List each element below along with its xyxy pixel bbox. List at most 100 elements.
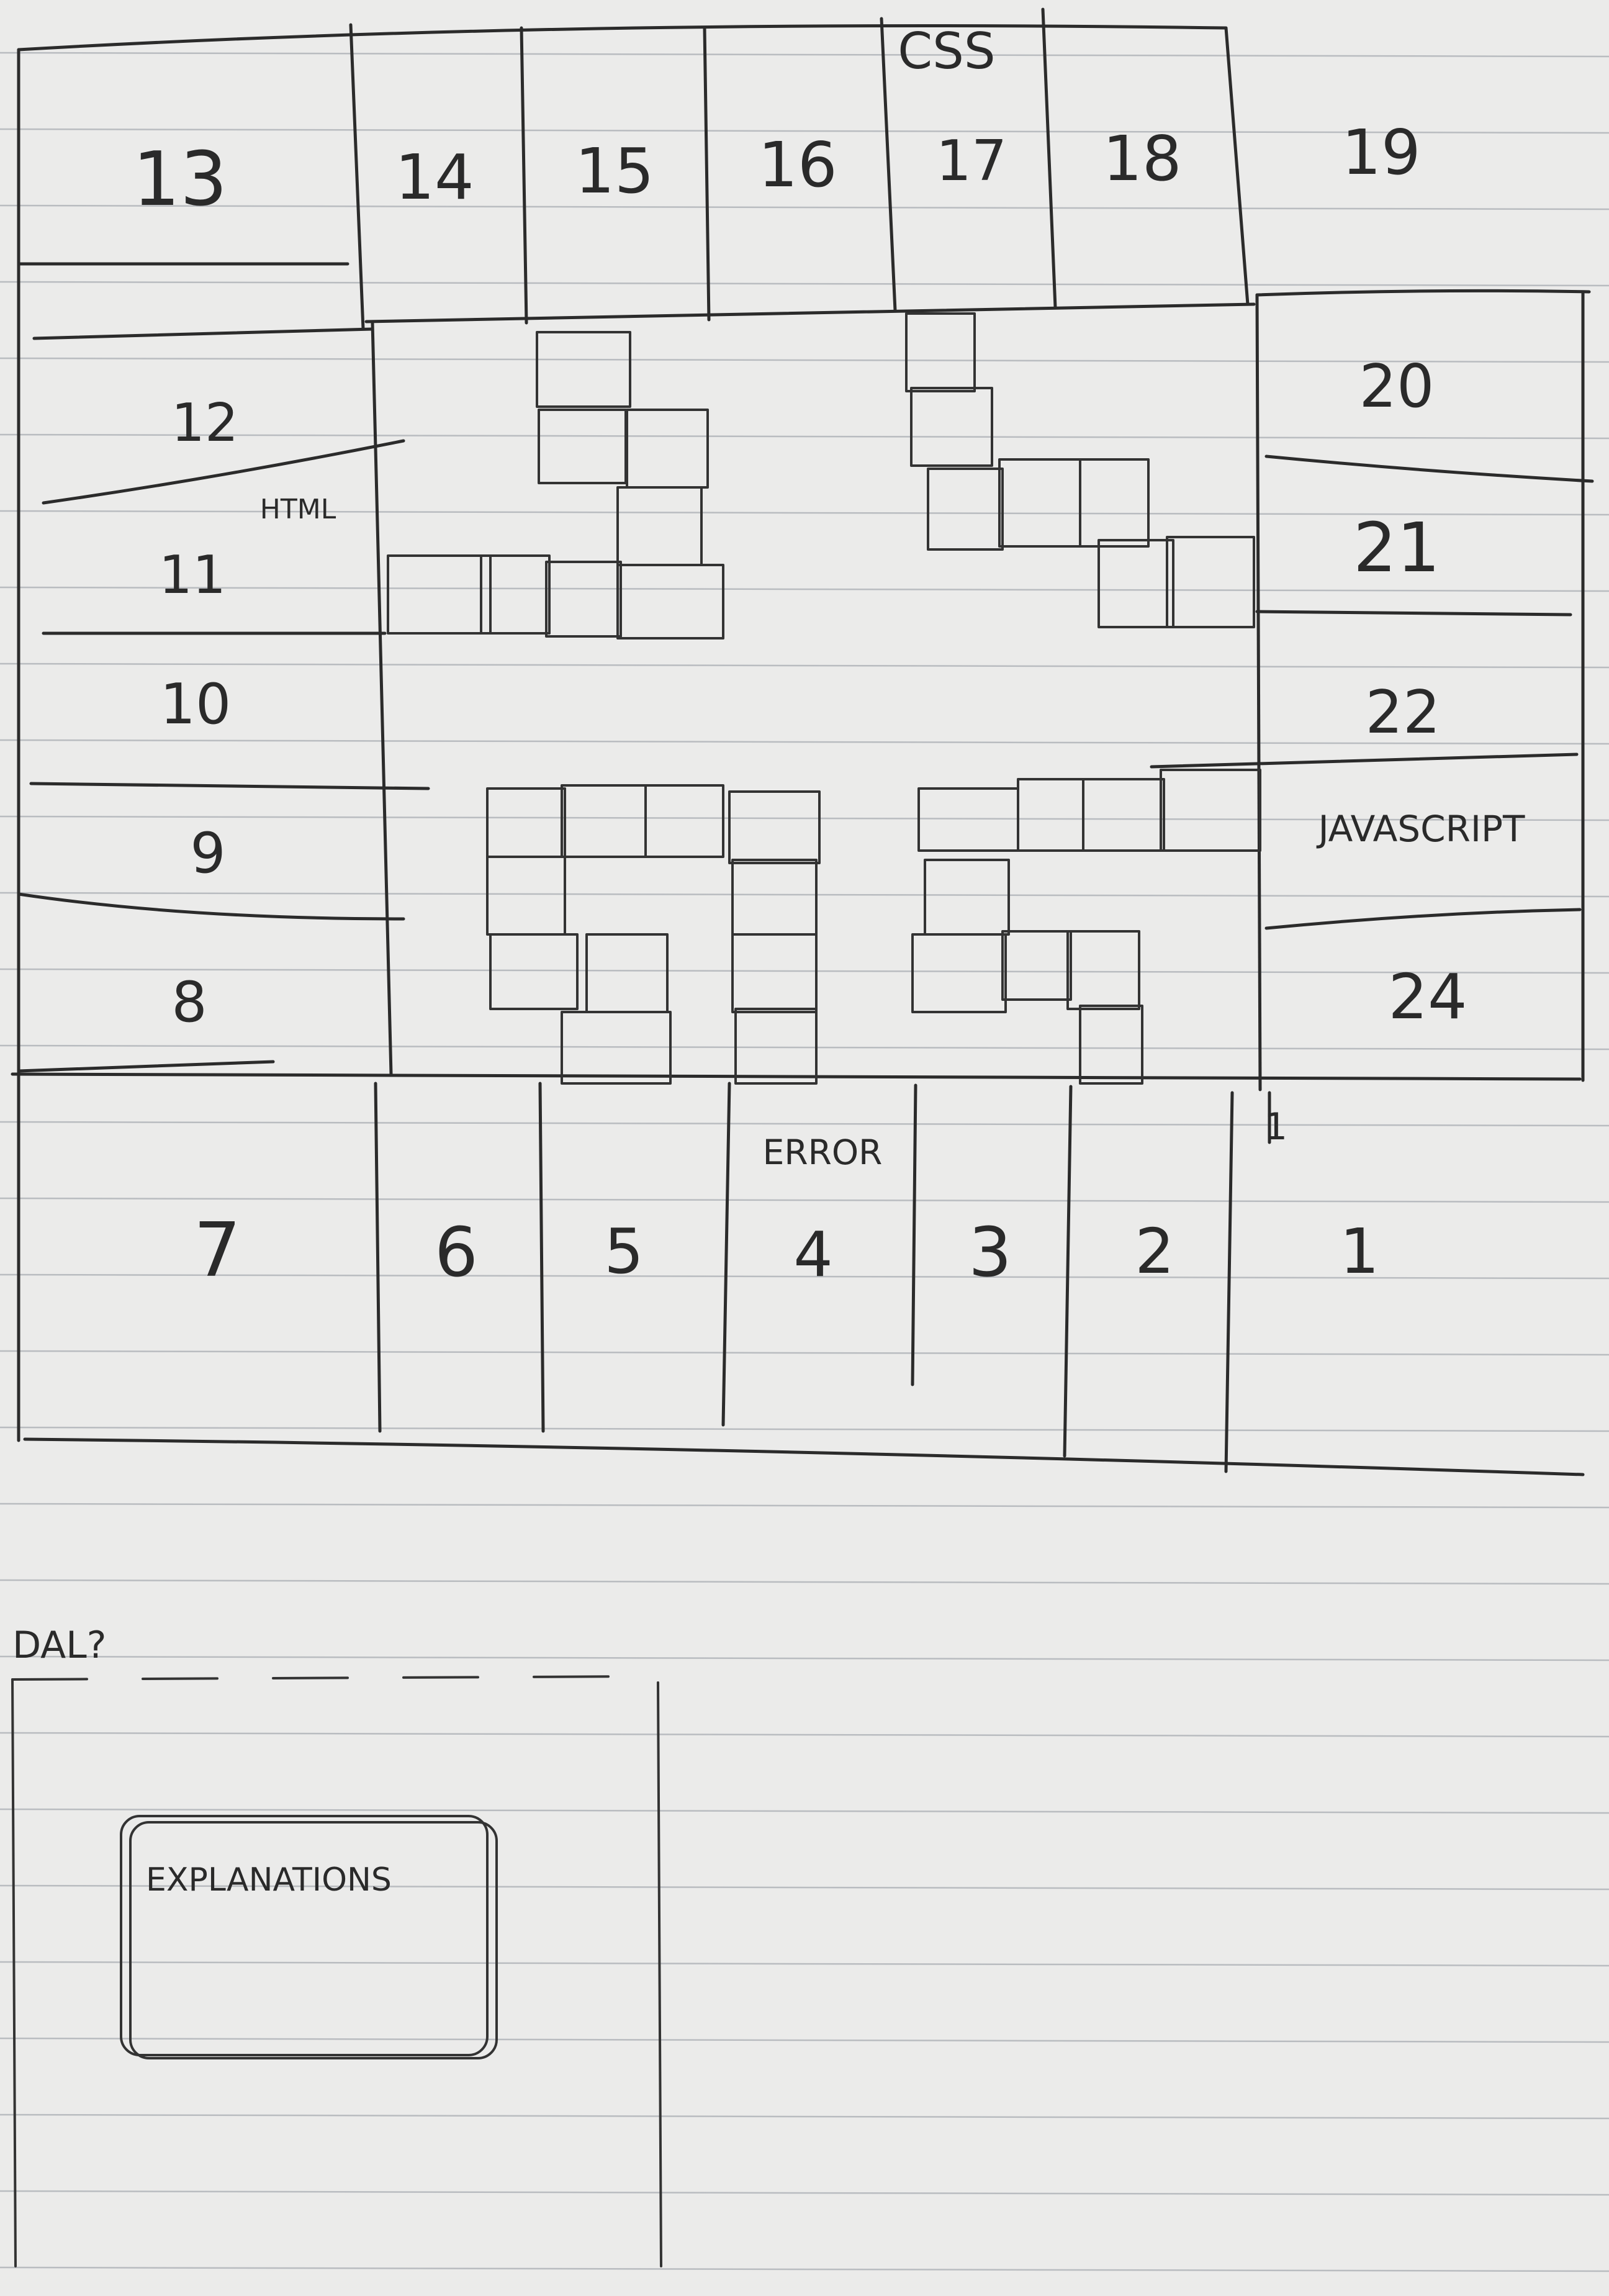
left-divider (29, 782, 430, 790)
block (924, 859, 1010, 936)
right-divider (1255, 610, 1572, 617)
block (1079, 1005, 1143, 1085)
top-divider (520, 26, 528, 325)
block (626, 409, 709, 489)
ruled-line (0, 1350, 1609, 1356)
cell-number: 5 (604, 1215, 644, 1288)
cell-number: 9 (190, 821, 225, 886)
block (489, 933, 579, 1010)
ruled-line (0, 52, 1609, 58)
block (644, 784, 724, 858)
block (486, 856, 566, 936)
cell-number: 11 (159, 545, 226, 606)
javascript-label: JAVASCRIPT (1317, 808, 1525, 850)
board-top-edge (17, 24, 1228, 52)
block (917, 787, 1019, 852)
block (480, 554, 551, 635)
ruled-line (0, 2037, 1609, 2043)
bottom-divider (911, 1083, 917, 1386)
cell-number: 19 (1341, 116, 1420, 189)
top-divider (349, 23, 365, 331)
cell-number: 15 (575, 135, 654, 207)
block (616, 564, 724, 640)
block (387, 554, 492, 635)
inner-right-edge (1255, 293, 1262, 1092)
block (1017, 778, 1084, 852)
block (911, 933, 1007, 1013)
html-label: HTML (260, 494, 336, 525)
block (1166, 536, 1255, 628)
ruled-line (0, 1732, 1609, 1738)
block (1066, 930, 1140, 1010)
cell-number: 13 (133, 137, 228, 223)
block (1082, 778, 1165, 852)
modal-right-edge (657, 1681, 662, 2267)
block (616, 486, 703, 566)
explanations-box (120, 1815, 489, 2056)
block (728, 790, 821, 864)
block (1079, 458, 1150, 548)
cell-number: 20 (1359, 353, 1435, 421)
block (731, 859, 818, 936)
cell-number: 3 (968, 1213, 1012, 1292)
block (1160, 769, 1261, 852)
ruled-line (0, 128, 1609, 134)
cell-number: 12 (171, 392, 238, 454)
ruled-line (0, 586, 1609, 592)
right-divider (1264, 454, 1594, 483)
ruled-line (0, 2113, 1609, 2120)
ruled-line (0, 1961, 1609, 1967)
inner-left-edge (371, 321, 393, 1076)
cell-number: 14 (395, 141, 474, 214)
ruled-line (0, 2190, 1609, 2196)
block (545, 561, 622, 638)
ruled-line (0, 1808, 1609, 1814)
modal-left-edge (11, 1678, 17, 2267)
block (1001, 930, 1072, 1001)
bottom-row-top-edge (11, 1072, 1582, 1081)
explanations-label: EXPLANATIONS (146, 1861, 392, 1899)
modal-caption: DAL? (12, 1624, 106, 1667)
ruled-line (0, 2266, 1609, 2272)
ruled-line (0, 1273, 1609, 1280)
block (561, 1011, 672, 1085)
bottom-divider (1224, 1091, 1234, 1473)
left-divider (17, 1060, 275, 1073)
top-row-bottom-edge (364, 302, 1256, 323)
block (927, 468, 1004, 551)
board-bottom-edge (23, 1437, 1585, 1476)
corner-mark: 1 (1264, 1105, 1287, 1149)
block (734, 1008, 818, 1085)
ruled-lines (0, 52, 1609, 2272)
ruled-line (0, 1579, 1609, 1585)
ruled-line (0, 892, 1609, 898)
modal-sketch: DAL? EXPLANATIONS (11, 1624, 662, 2267)
ruled-line (0, 1655, 1609, 1661)
block (538, 409, 627, 484)
sketched-blocks (387, 312, 1261, 1085)
ruled-line (0, 357, 1609, 363)
ruled-line (0, 1044, 1609, 1051)
top-divider (880, 17, 897, 312)
error-label: ERROR (763, 1132, 883, 1172)
cell-number: 8 (171, 970, 207, 1035)
bottom-divider (1063, 1085, 1073, 1458)
top-divider (1041, 7, 1057, 309)
bottom-divider (721, 1082, 731, 1427)
block (585, 933, 669, 1013)
css-label: CSS (898, 22, 995, 80)
ruled-line (0, 739, 1609, 745)
ruled-line (0, 433, 1609, 440)
top-divider (703, 26, 711, 322)
ruled-line (0, 281, 1609, 287)
cell-number: 2 (1135, 1215, 1174, 1288)
block (731, 933, 818, 1013)
block (905, 312, 976, 392)
right-divider (1264, 908, 1582, 930)
block (1097, 539, 1174, 628)
cell-number: 7 (194, 1208, 241, 1294)
bottom-divider (538, 1082, 545, 1433)
ruled-line (0, 1197, 1609, 1203)
ruled-line (0, 1884, 1609, 1891)
bottom-divider (374, 1082, 382, 1433)
